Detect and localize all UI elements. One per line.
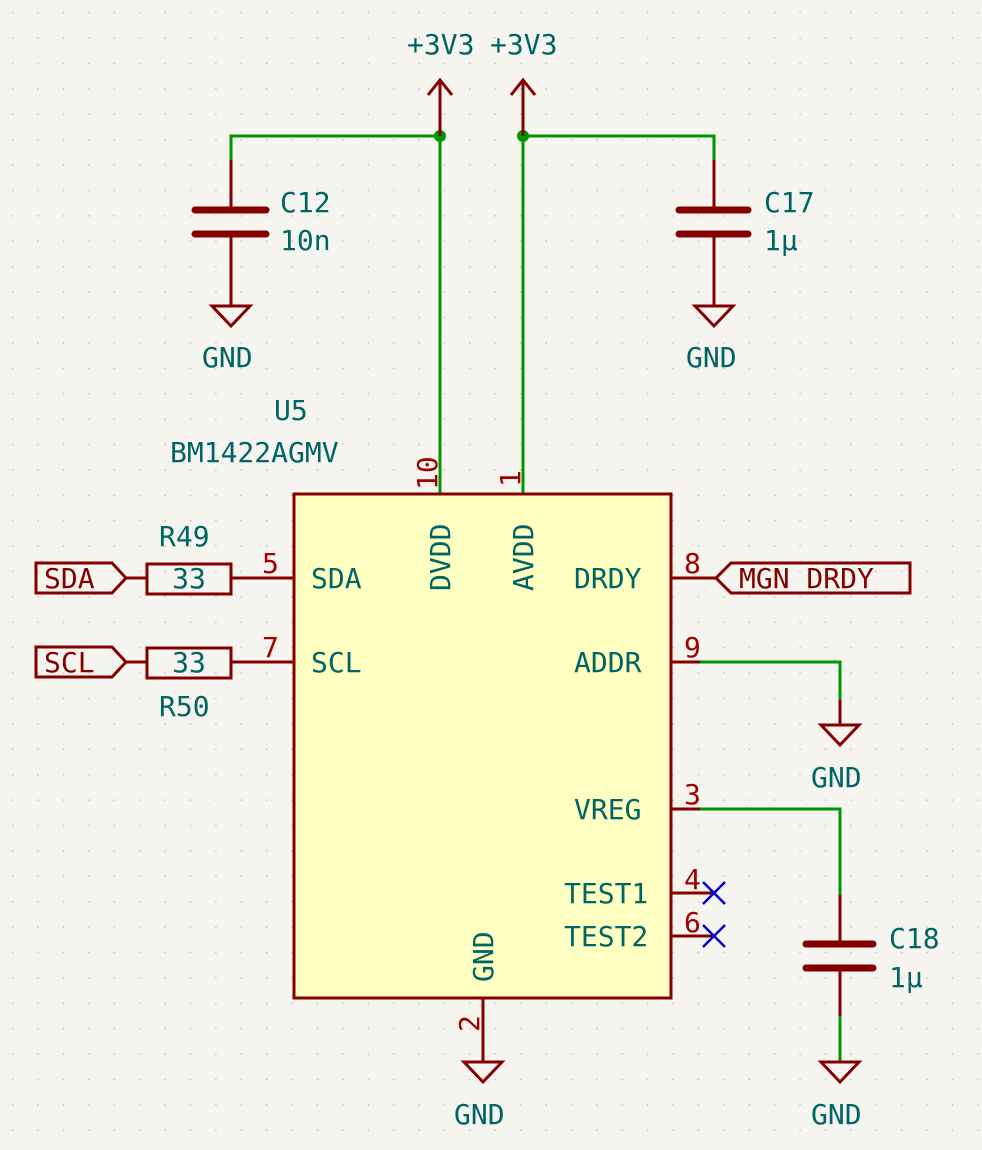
c17-value: 1µ <box>764 224 798 257</box>
gnd-label: GND <box>811 1098 862 1131</box>
u5-ref: U5 <box>274 394 308 427</box>
c12-value: 10n <box>280 224 331 257</box>
pin-num-dvdd: 10 <box>411 456 444 490</box>
power-label-dvdd: +3V3 <box>407 28 474 61</box>
capacitor-c12[interactable]: C12 10n <box>191 160 331 306</box>
label-flag <box>713 561 912 595</box>
label-mgn-drdy[interactable]: MGN_DRDY <box>713 561 912 596</box>
label-scl[interactable]: SCL <box>34 645 147 679</box>
label-drdy-text: MGN_DRDY <box>739 562 874 596</box>
pin-num-avdd: 1 <box>494 470 527 487</box>
c12-ref: C12 <box>280 186 331 219</box>
ground-icon <box>691 304 737 329</box>
pin-name-scl: SCL <box>311 646 362 679</box>
capacitor-c17[interactable]: C17 1µ <box>675 160 815 306</box>
r49-ref: R49 <box>159 520 210 553</box>
no-connect-icon <box>702 881 726 905</box>
capacitor-c18[interactable]: C18 1µ <box>802 895 940 1016</box>
pin-name-sda: SDA <box>311 562 362 595</box>
gnd-symbol-addr[interactable]: GND <box>811 700 863 794</box>
power-3v3-dvdd[interactable]: +3V3 <box>407 28 474 136</box>
r50-value: 33 <box>172 646 206 679</box>
label-sda-text: SDA <box>44 562 95 595</box>
label-flag <box>34 645 129 679</box>
gnd-symbol-c12[interactable]: GND <box>202 304 254 374</box>
gnd-label: GND <box>454 1098 505 1131</box>
ground-icon <box>208 304 254 329</box>
pin-name-test1: TEST1 <box>564 877 648 910</box>
c18-value: 1µ <box>889 961 923 994</box>
pin-num-sda: 5 <box>262 547 279 580</box>
pin-name-gnd: GND <box>467 931 500 982</box>
gnd-symbol-c18[interactable]: GND <box>811 1060 863 1131</box>
pin-name-drdy: DRDY <box>574 562 642 595</box>
gnd-label: GND <box>811 761 862 794</box>
no-connect-icon <box>702 924 726 948</box>
pin-num-test2: 6 <box>684 906 701 939</box>
ground-icon <box>817 1060 863 1085</box>
no-connect-test2 <box>702 924 726 948</box>
pin-num-drdy: 8 <box>684 547 701 580</box>
pin-name-test2: TEST2 <box>564 920 648 953</box>
ground-icon <box>460 1060 506 1085</box>
ic-u5[interactable]: U5 BM1422AGMV 10 DVDD 1 AVDD 5 SDA 7 SCL… <box>170 394 716 1062</box>
r49-value: 33 <box>172 562 206 595</box>
ic-body <box>292 492 673 1000</box>
gnd-label: GND <box>686 341 737 374</box>
label-sda[interactable]: SDA <box>34 561 147 595</box>
power-label-avdd: +3V3 <box>490 28 557 61</box>
c17-ref: C17 <box>764 186 815 219</box>
ground-icon <box>817 723 863 748</box>
pin-num-vreg: 3 <box>684 778 701 811</box>
pin-name-avdd: AVDD <box>507 524 540 591</box>
r50-ref: R50 <box>159 690 210 723</box>
power-3v3-avdd[interactable]: +3V3 <box>490 28 557 136</box>
label-flag <box>34 561 129 595</box>
pin-num-addr: 9 <box>684 631 701 664</box>
pin-num-gnd: 2 <box>453 1015 486 1032</box>
pin-name-addr: ADDR <box>574 646 642 679</box>
no-connect-test1 <box>702 881 726 905</box>
pin-num-scl: 7 <box>262 631 279 664</box>
u5-value: BM1422AGMV <box>170 436 339 469</box>
c18-ref: C18 <box>889 922 940 955</box>
label-scl-text: SCL <box>44 646 95 679</box>
gnd-symbol-u5[interactable]: GND <box>454 1060 506 1131</box>
gnd-symbol-c17[interactable]: GND <box>686 304 737 374</box>
pin-name-dvdd: DVDD <box>424 524 457 591</box>
pin-num-test1: 4 <box>684 863 701 896</box>
resistor-r50[interactable]: 33 R50 <box>145 646 233 723</box>
gnd-label: GND <box>202 341 253 374</box>
pin-name-vreg: VREG <box>574 793 641 826</box>
